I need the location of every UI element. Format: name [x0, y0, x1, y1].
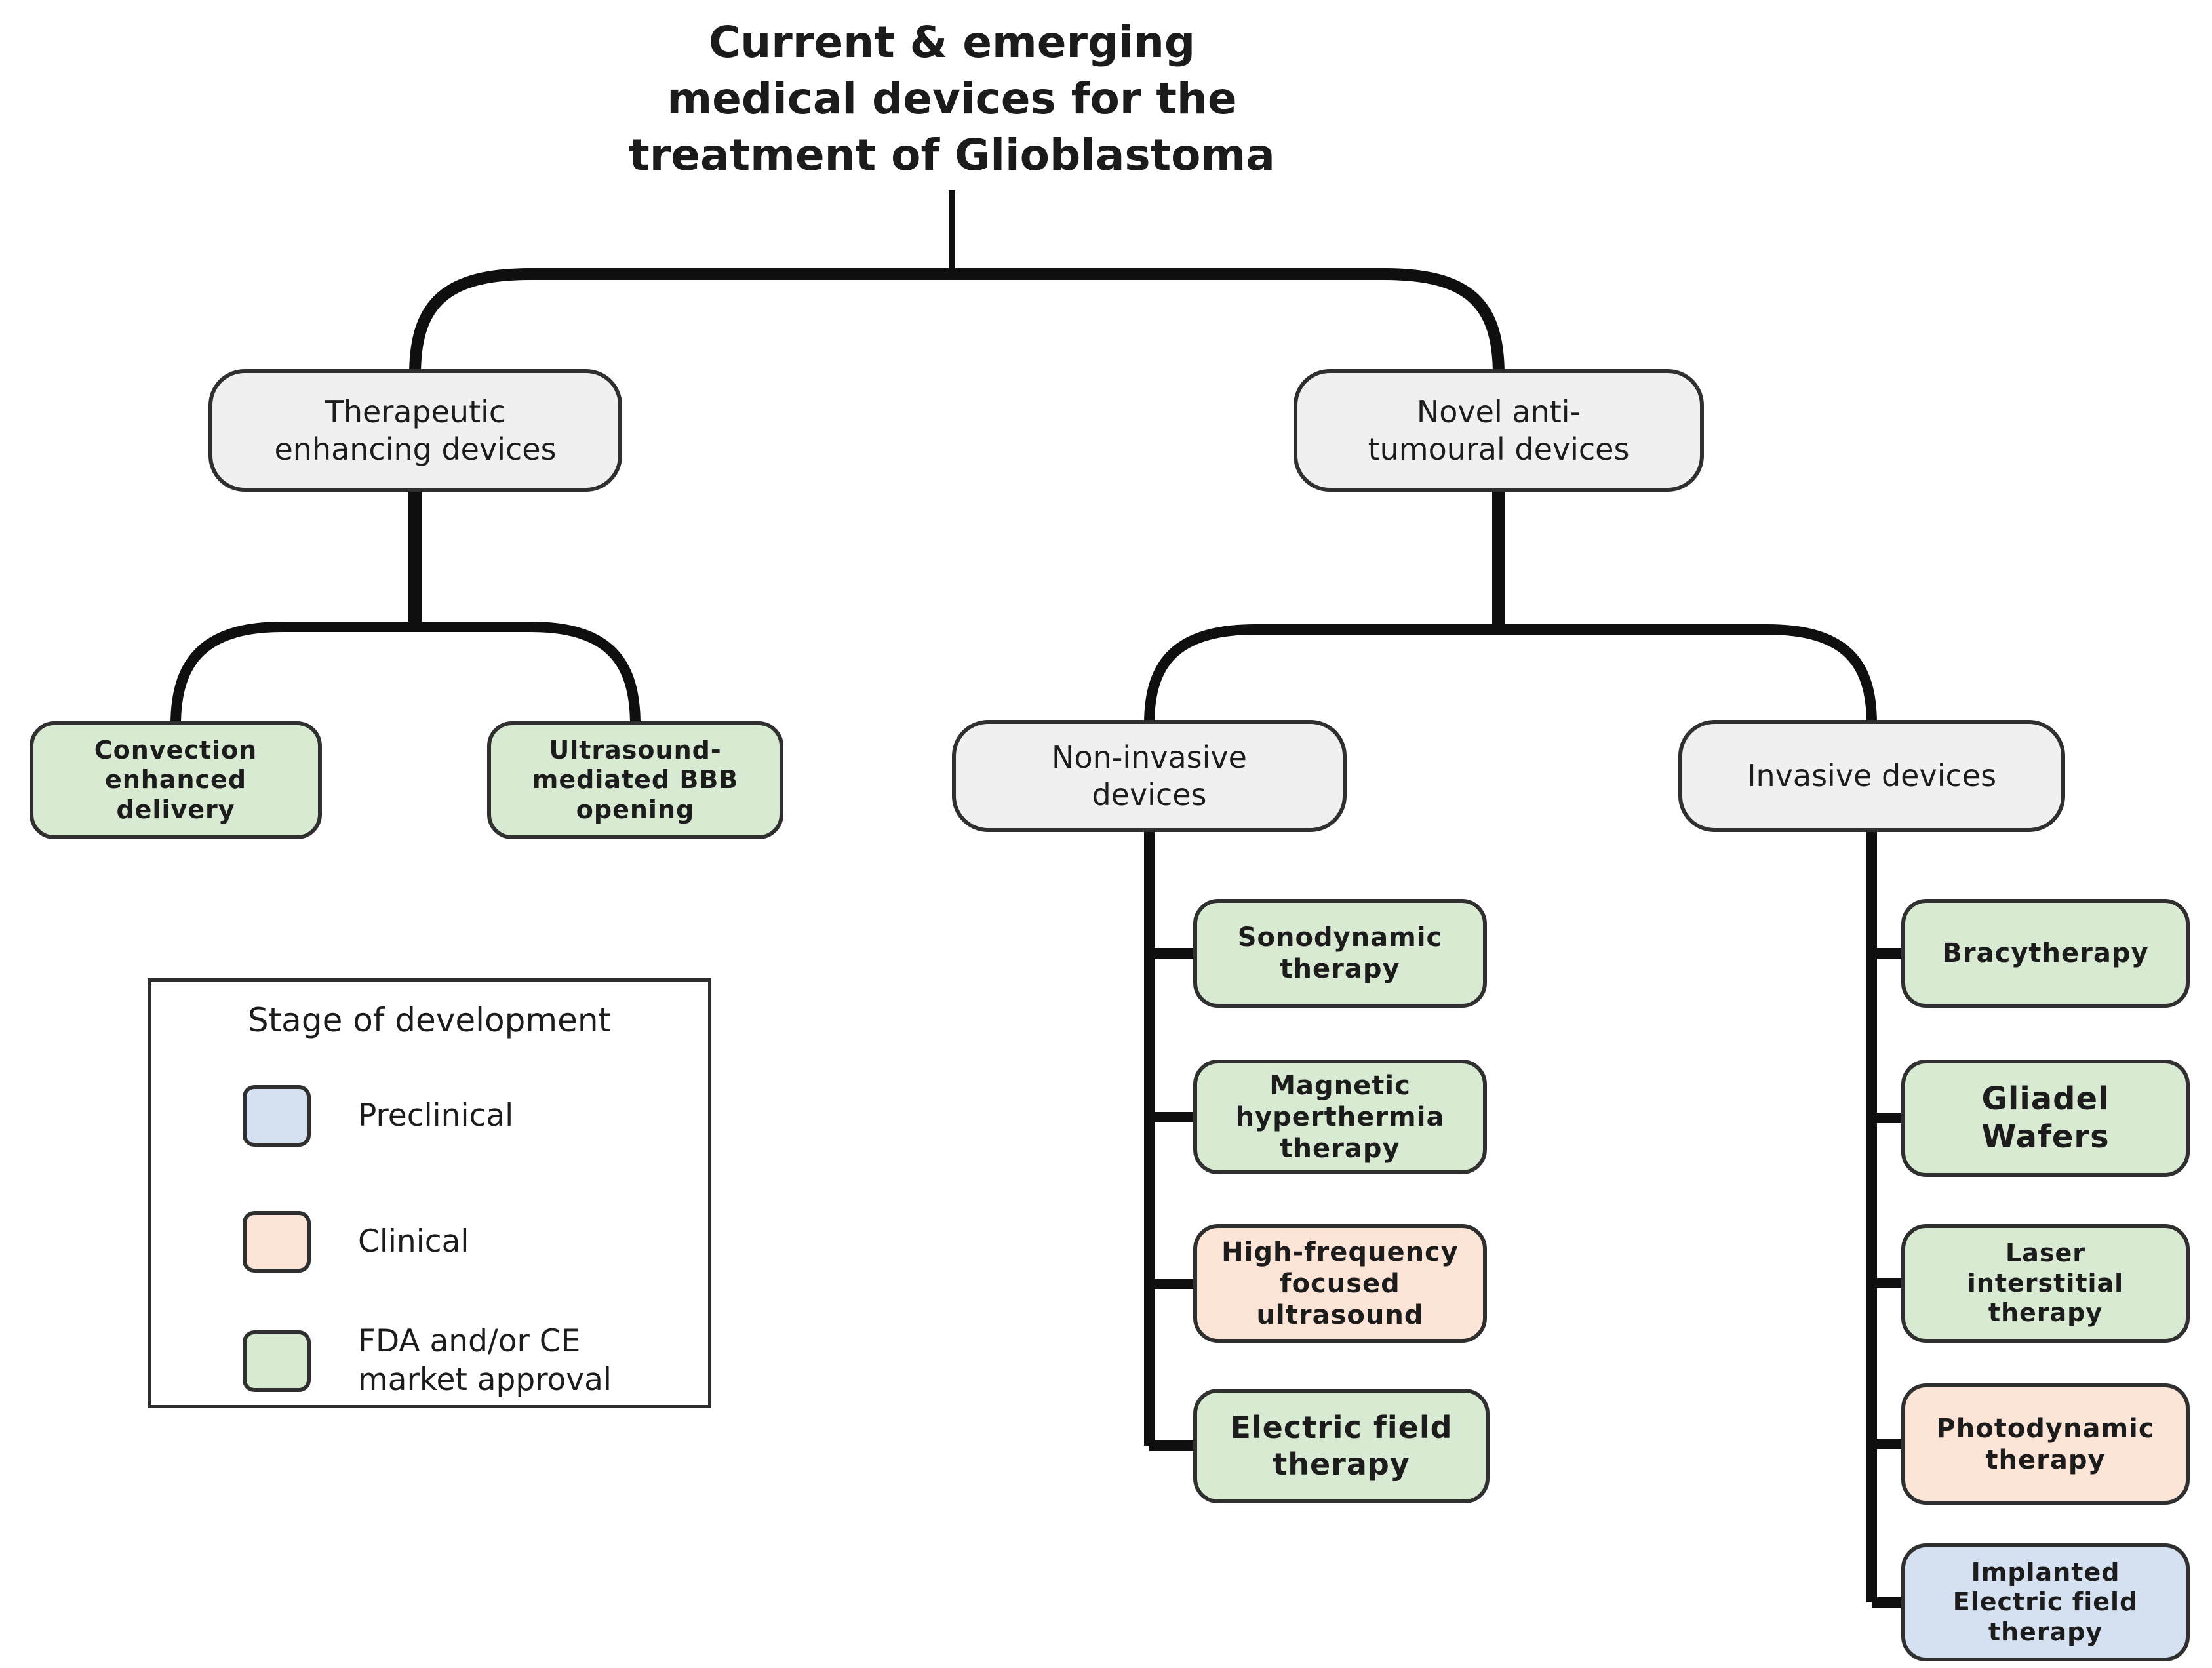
legend-title: Stage of development [247, 1001, 612, 1039]
legend-item-preclinical: Preclinical [243, 1085, 513, 1147]
legend-swatch-clinical [243, 1211, 311, 1273]
legend: Stage of development Preclinical Clinica… [148, 978, 711, 1408]
node-high-frequency-focused-ultrasound: High-frequency focused ultrasound [1193, 1224, 1487, 1343]
node-electric-field-therapy: Electric field therapy [1193, 1389, 1490, 1503]
node-gliadel-wafers: Gliadel Wafers [1901, 1060, 2190, 1177]
node-bracytherapy: Bracytherapy [1901, 899, 2190, 1008]
node-ultrasound-mediated-bbb-opening: Ultrasound- mediated BBB opening [487, 721, 783, 839]
legend-swatch-approved [243, 1330, 311, 1392]
legend-label-approved: FDA and/or CE market approval [358, 1323, 612, 1398]
node-implanted-electric-field-therapy: Implanted Electric field therapy [1901, 1543, 2190, 1661]
legend-label-clinical: Clinical [358, 1223, 469, 1260]
node-sonodynamic-therapy: Sonodynamic therapy [1193, 899, 1487, 1008]
page-title: Current & emerging medical devices for t… [629, 17, 1275, 180]
legend-item-clinical: Clinical [243, 1211, 469, 1273]
node-novel-anti-tumoural-devices: Novel anti- tumoural devices [1294, 369, 1704, 492]
node-photodynamic-therapy: Photodynamic therapy [1901, 1383, 2190, 1505]
node-non-invasive-devices: Non-invasive devices [952, 720, 1347, 832]
legend-label-preclinical: Preclinical [358, 1097, 514, 1134]
node-therapeutic-enhancing-devices: Therapeutic enhancing devices [208, 369, 622, 492]
node-invasive-devices: Invasive devices [1678, 720, 2065, 832]
node-magnetic-hyperthermia-therapy: Magnetic hyperthermia therapy [1193, 1060, 1487, 1174]
node-convection-enhanced-delivery: Convection enhanced delivery [30, 721, 322, 839]
node-laser-interstitial-therapy: Laser interstitial therapy [1901, 1224, 2190, 1343]
legend-swatch-preclinical [243, 1085, 311, 1147]
legend-item-approved: FDA and/or CE market approval [243, 1322, 612, 1400]
